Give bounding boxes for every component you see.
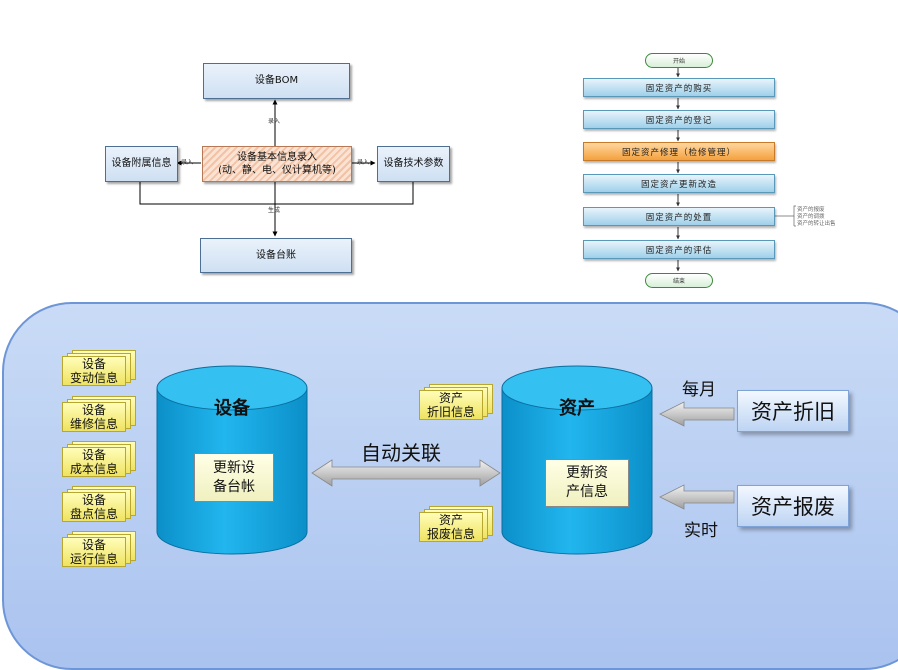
- depreciation-label: 资产折旧: [751, 400, 835, 424]
- monthly-label: 每月: [682, 380, 716, 400]
- flow-step-6-label: 固定资产的评估: [645, 245, 713, 256]
- attach-info-label: 设备附属信息: [111, 158, 172, 170]
- generate-label: 生成: [268, 207, 281, 214]
- flow-connectors: [676, 67, 796, 272]
- realtime-arrow: [659, 484, 735, 510]
- asset-inner-line-1: 更新资: [566, 465, 608, 481]
- entry-right-label: 录入: [357, 159, 370, 166]
- stack-operation-line-1: 设备: [81, 538, 106, 552]
- entry-up-label: 录入: [268, 118, 281, 125]
- flow-step-3-label: 固定资产修理（检修管理）: [621, 147, 736, 158]
- asset-title: 资产: [559, 398, 595, 419]
- flow-step-5: 固定资产的处置: [583, 207, 775, 226]
- flow-side-notes: 资产的报废 资产的调拨 资产的转让出售: [797, 207, 836, 228]
- stack-inventory-line-2: 盘点信息: [69, 507, 118, 521]
- stack-scrap-line-1: 资产: [438, 513, 463, 527]
- flow-step-5-label: 固定资产的处置: [645, 212, 713, 223]
- side-note-1: 资产的报废: [797, 207, 825, 213]
- tech-params-box: 设备技术参数: [377, 146, 450, 182]
- stack-cost-line-2: 成本信息: [69, 462, 118, 476]
- stack-change-line-1: 设备: [81, 357, 106, 371]
- flow-end: 结束: [645, 273, 713, 288]
- stack-inventory-info: 设备 盘点信息: [62, 486, 136, 522]
- flow-step-3: 固定资产修理（检修管理）: [583, 142, 775, 161]
- flow-step-6: 固定资产的评估: [583, 240, 775, 259]
- stack-inventory-line-1: 设备: [81, 493, 106, 507]
- asset-inner-line-2: 产信息: [566, 484, 608, 500]
- stack-depreciation-info: 资产 折旧信息: [419, 384, 493, 420]
- scrap-label: 资产报废: [751, 495, 835, 519]
- basic-info-box: 设备基本信息录入 (动、静、电、仪计算机等): [202, 146, 352, 182]
- tech-params-label: 设备技术参数: [383, 158, 444, 170]
- stack-cost-line-1: 设备: [81, 448, 106, 462]
- side-note-3: 资产的转让出售: [797, 221, 836, 227]
- scrap-box: 资产报废: [737, 485, 849, 527]
- flow-step-2-label: 固定资产的登记: [645, 115, 713, 126]
- basic-info-line-1: 设备基本信息录入: [237, 151, 317, 163]
- stack-scrap-info: 资产 报废信息: [419, 506, 493, 542]
- stack-repair-line-2: 维修信息: [69, 417, 118, 431]
- bom-box: 设备BOM: [203, 63, 350, 99]
- flow-start-label: 开始: [672, 58, 685, 65]
- attach-info-box: 设备附属信息: [105, 146, 178, 182]
- flow-step-4-label: 固定资产更新改造: [640, 179, 717, 190]
- stack-cost-info: 设备 成本信息: [62, 441, 136, 477]
- stack-operation-line-2: 运行信息: [69, 552, 118, 566]
- ledger-label: 设备台账: [256, 249, 296, 261]
- realtime-label: 实时: [684, 521, 718, 541]
- monthly-arrow: [659, 401, 735, 427]
- stack-repair-line-1: 设备: [81, 403, 106, 417]
- entry-left-label: 录入: [181, 159, 194, 166]
- flow-start: 开始: [645, 53, 713, 68]
- flow-step-1-label: 固定资产的购买: [645, 83, 713, 94]
- stack-change-info: 设备 变动信息: [62, 350, 136, 386]
- ledger-box: 设备台账: [200, 238, 352, 273]
- equipment-title: 设备: [214, 398, 250, 419]
- flow-step-2: 固定资产的登记: [583, 110, 775, 129]
- equipment-inner-line-1: 更新设: [213, 459, 255, 476]
- basic-info-line-2: (动、静、电、仪计算机等): [218, 165, 336, 176]
- asset-inner-box: 更新资 产信息: [545, 459, 629, 507]
- stack-depr-line-2: 折旧信息: [426, 405, 475, 419]
- stack-operation-info: 设备 运行信息: [62, 531, 136, 567]
- stack-repair-info: 设备 维修信息: [62, 396, 136, 432]
- auto-link-double-arrow: [311, 459, 501, 487]
- top-left-connectors: [139, 99, 414, 237]
- bom-label: 设备BOM: [254, 75, 299, 87]
- main-graphics: [156, 365, 735, 555]
- depreciation-box: 资产折旧: [737, 390, 849, 432]
- equipment-inner-box: 更新设 备台帐: [194, 453, 274, 502]
- equipment-inner-line-2: 备台帐: [213, 478, 255, 495]
- side-note-2: 资产的调拨: [797, 214, 825, 220]
- stack-scrap-line-2: 报废信息: [426, 527, 475, 541]
- flow-step-1: 固定资产的购买: [583, 78, 775, 97]
- stack-depr-line-1: 资产: [438, 391, 463, 405]
- flow-step-4: 固定资产更新改造: [583, 174, 775, 193]
- stack-change-line-2: 变动信息: [69, 371, 118, 385]
- flow-end-label: 结束: [672, 278, 685, 285]
- auto-link-label: 自动关联: [361, 441, 441, 465]
